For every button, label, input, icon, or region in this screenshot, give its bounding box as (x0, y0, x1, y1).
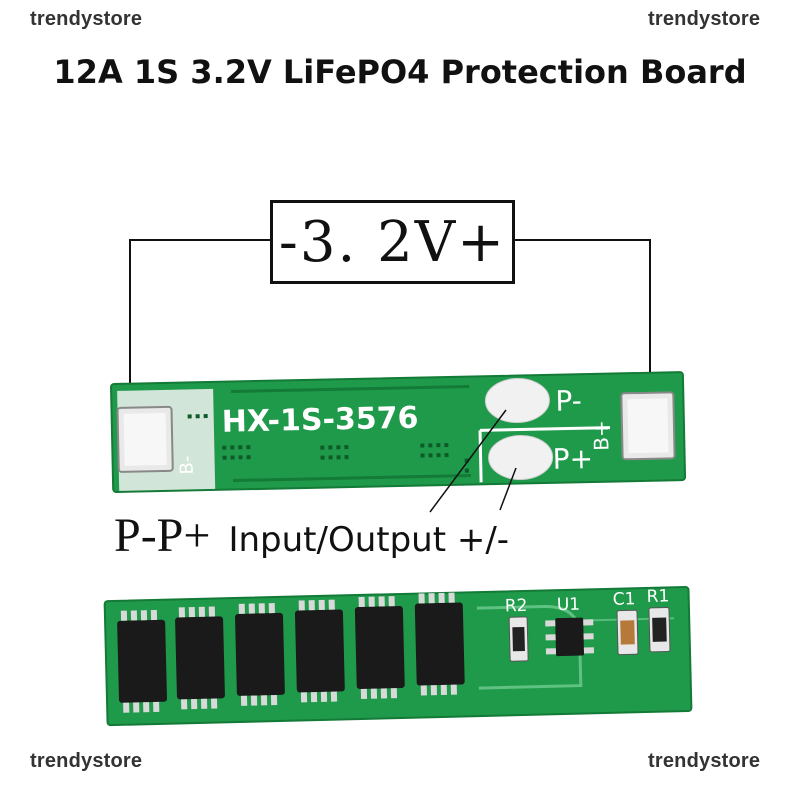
io-text-label: Input/Output +/- (228, 520, 510, 560)
watermark-top-right: trendystore (648, 8, 761, 30)
p-minus-pad (484, 378, 550, 424)
io-pins-label: P-P+ (114, 509, 211, 562)
mosfet-chips (117, 592, 465, 713)
mosfet-chip (294, 599, 345, 703)
pad-label-pplus: P+ (552, 442, 593, 476)
mosfet-chip (354, 596, 405, 699)
pad-label-bminus: B- (176, 455, 197, 474)
label-u1: U1 (557, 595, 581, 616)
pad-label-bplus: B+ (589, 420, 614, 451)
wire-negative (129, 239, 270, 410)
ic-u1 (555, 617, 585, 657)
label-r2: R2 (505, 596, 528, 617)
voltage-label-box: -3. 2V+ (270, 200, 515, 284)
board-model-text: HX-1S-3576 (221, 401, 418, 440)
bottom-pcb: R2 U1 C1 R1 (103, 586, 693, 727)
watermark-top-left: trendystore (30, 8, 143, 30)
pad-label-pminus: P- (555, 384, 582, 418)
io-label: P-P+ Input/Output +/- (114, 508, 509, 568)
mosfet-chip (175, 606, 225, 710)
p-plus-pad (488, 434, 554, 480)
mosfet-chip (414, 592, 465, 696)
top-pcb-vias (187, 414, 469, 473)
product-title: 12A 1S 3.2V LiFePO4 Protection Board (53, 53, 747, 91)
watermark-bottom-left: trendystore (30, 750, 143, 772)
mosfet-chip (235, 603, 285, 706)
top-pcb: HX-1S-3576 P- P+ B+ B- (110, 371, 687, 493)
wire-positive (515, 239, 651, 410)
mosfet-chip (117, 609, 167, 713)
label-c1: C1 (612, 589, 635, 610)
watermark-bottom-right: trendystore (648, 750, 761, 772)
label-r1: R1 (646, 586, 669, 607)
